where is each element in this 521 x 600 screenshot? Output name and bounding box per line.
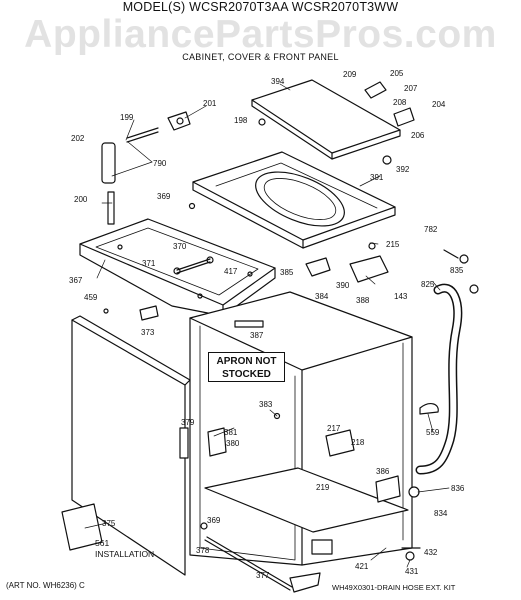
callout-381: 381 xyxy=(224,428,238,437)
callout-380: 380 xyxy=(226,439,240,448)
callout-375: 375 xyxy=(102,519,116,528)
callout-387: 387 xyxy=(250,331,264,340)
callout-200: 200 xyxy=(74,195,88,204)
art-number: (ART NO. WH6236) C xyxy=(6,581,85,590)
lid-part xyxy=(251,79,401,160)
lid-switch-parts xyxy=(101,111,191,225)
callout-432: 432 xyxy=(424,548,438,557)
callout-370: 370 xyxy=(173,242,187,251)
callout-790: 790 xyxy=(153,159,167,168)
leader-lines xyxy=(84,83,450,568)
diagram-subtitle: CABINET, COVER & FRONT PANEL xyxy=(182,52,339,62)
callout-390: 390 xyxy=(336,281,350,290)
callout-198: 198 xyxy=(234,116,248,125)
callout-204: 204 xyxy=(432,100,446,109)
callout-391: 391 xyxy=(370,173,384,182)
callout-459: 459 xyxy=(84,293,98,302)
callout-208: 208 xyxy=(393,98,407,107)
installation-label: 561 INSTALLATION xyxy=(95,538,155,559)
callout-373: 373 xyxy=(141,328,155,337)
small-parts xyxy=(103,81,479,561)
callout-202: 202 xyxy=(71,134,85,143)
callout-143: 143 xyxy=(394,292,408,301)
model-line: MODEL(S) WCSR2070T3AA WCSR2070T3WW xyxy=(122,0,399,14)
base-part xyxy=(204,467,409,593)
callout-383: 383 xyxy=(259,400,273,409)
installation-doc-part xyxy=(61,503,103,551)
callout-431: 431 xyxy=(405,567,419,576)
callout-218: 218 xyxy=(351,438,365,447)
callout-384: 384 xyxy=(315,292,329,301)
callout-394: 394 xyxy=(271,77,285,86)
callout-835: 835 xyxy=(450,266,464,275)
watermark-text: AppliancePartsPros.com xyxy=(24,13,497,56)
callout-836: 836 xyxy=(451,484,465,493)
callout-392: 392 xyxy=(396,165,410,174)
callout-207: 207 xyxy=(404,84,418,93)
front-panel-part xyxy=(71,315,191,576)
callout-417: 417 xyxy=(224,267,238,276)
callout-379: 379 xyxy=(181,418,195,427)
callout-217: 217 xyxy=(327,424,341,433)
callout-388: 388 xyxy=(356,296,370,305)
callout-206: 206 xyxy=(411,131,425,140)
callout-369-bottom: 369 xyxy=(207,516,221,525)
callout-377: 377 xyxy=(256,571,270,580)
callout-371: 371 xyxy=(142,259,156,268)
callout-369-top: 369 xyxy=(157,192,171,201)
callout-385: 385 xyxy=(280,268,294,277)
callout-205: 205 xyxy=(390,69,404,78)
callout-825: 825 xyxy=(421,280,435,289)
drain-hose-kit-note: WH49X0301-DRAIN HOSE EXT. KIT xyxy=(332,583,456,592)
callout-labels: 394 209 205 207 208 204 206 201 199 198 … xyxy=(69,69,465,580)
callout-219: 219 xyxy=(316,483,330,492)
callout-215: 215 xyxy=(386,240,400,249)
callout-199: 199 xyxy=(120,113,134,122)
callout-559: 559 xyxy=(426,428,440,437)
drain-hose-part xyxy=(415,283,463,475)
callout-834: 834 xyxy=(434,509,448,518)
callout-782: 782 xyxy=(424,225,438,234)
top-cover-part xyxy=(192,151,396,249)
apron-note-line2: STOCKED xyxy=(222,369,271,380)
hinge-rod-part xyxy=(173,256,214,275)
callout-367: 367 xyxy=(69,276,83,285)
apron-note-line1: APRON NOT xyxy=(216,356,277,367)
callout-201: 201 xyxy=(203,99,217,108)
callout-209: 209 xyxy=(343,70,357,79)
callout-386: 386 xyxy=(376,467,390,476)
apron-not-stocked-note: APRON NOT STOCKED xyxy=(208,352,285,382)
callout-421: 421 xyxy=(355,562,369,571)
callout-378: 378 xyxy=(196,546,210,555)
